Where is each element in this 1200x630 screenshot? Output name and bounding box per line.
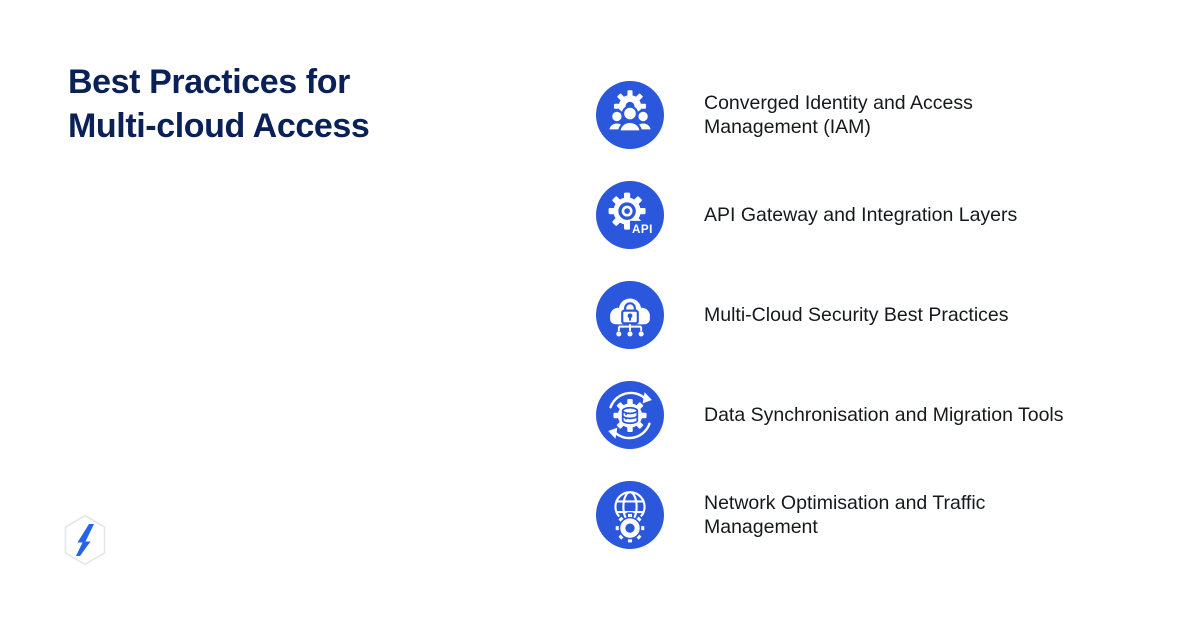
iam-users-gear-icon <box>596 81 664 149</box>
list-item: Network Optimisation and Traffic Managem… <box>596 481 1064 549</box>
list-item-label: API Gateway and Integration Layers <box>704 204 1018 226</box>
best-practices-list: Converged Identity and Access Management… <box>596 81 1064 581</box>
list-item-label: Multi-Cloud Security Best Practices <box>704 304 1009 326</box>
list-item-label: Data Synchronisation and Migration Tools <box>704 404 1064 426</box>
database-sync-icon <box>596 381 664 449</box>
page-title: Best Practices for Multi-cloud Access <box>68 63 370 145</box>
cloud-lock-icon <box>596 281 664 349</box>
globe-gear-icon <box>596 481 664 549</box>
list-item-label: Converged Identity and Access Management… <box>704 92 973 138</box>
bolt-icon <box>76 524 94 556</box>
list-item-label: Network Optimisation and Traffic Managem… <box>704 492 986 538</box>
list-item: API API Gateway and Integration Layers <box>596 181 1064 249</box>
list-item: Data Synchronisation and Migration Tools <box>596 381 1064 449</box>
api-gear-icon: API <box>596 181 664 249</box>
list-item: Converged Identity and Access Management… <box>596 81 1064 149</box>
list-item: Multi-Cloud Security Best Practices <box>596 281 1064 349</box>
api-icon-text: API <box>632 223 653 236</box>
hexagon-bolt-logo <box>62 514 108 566</box>
